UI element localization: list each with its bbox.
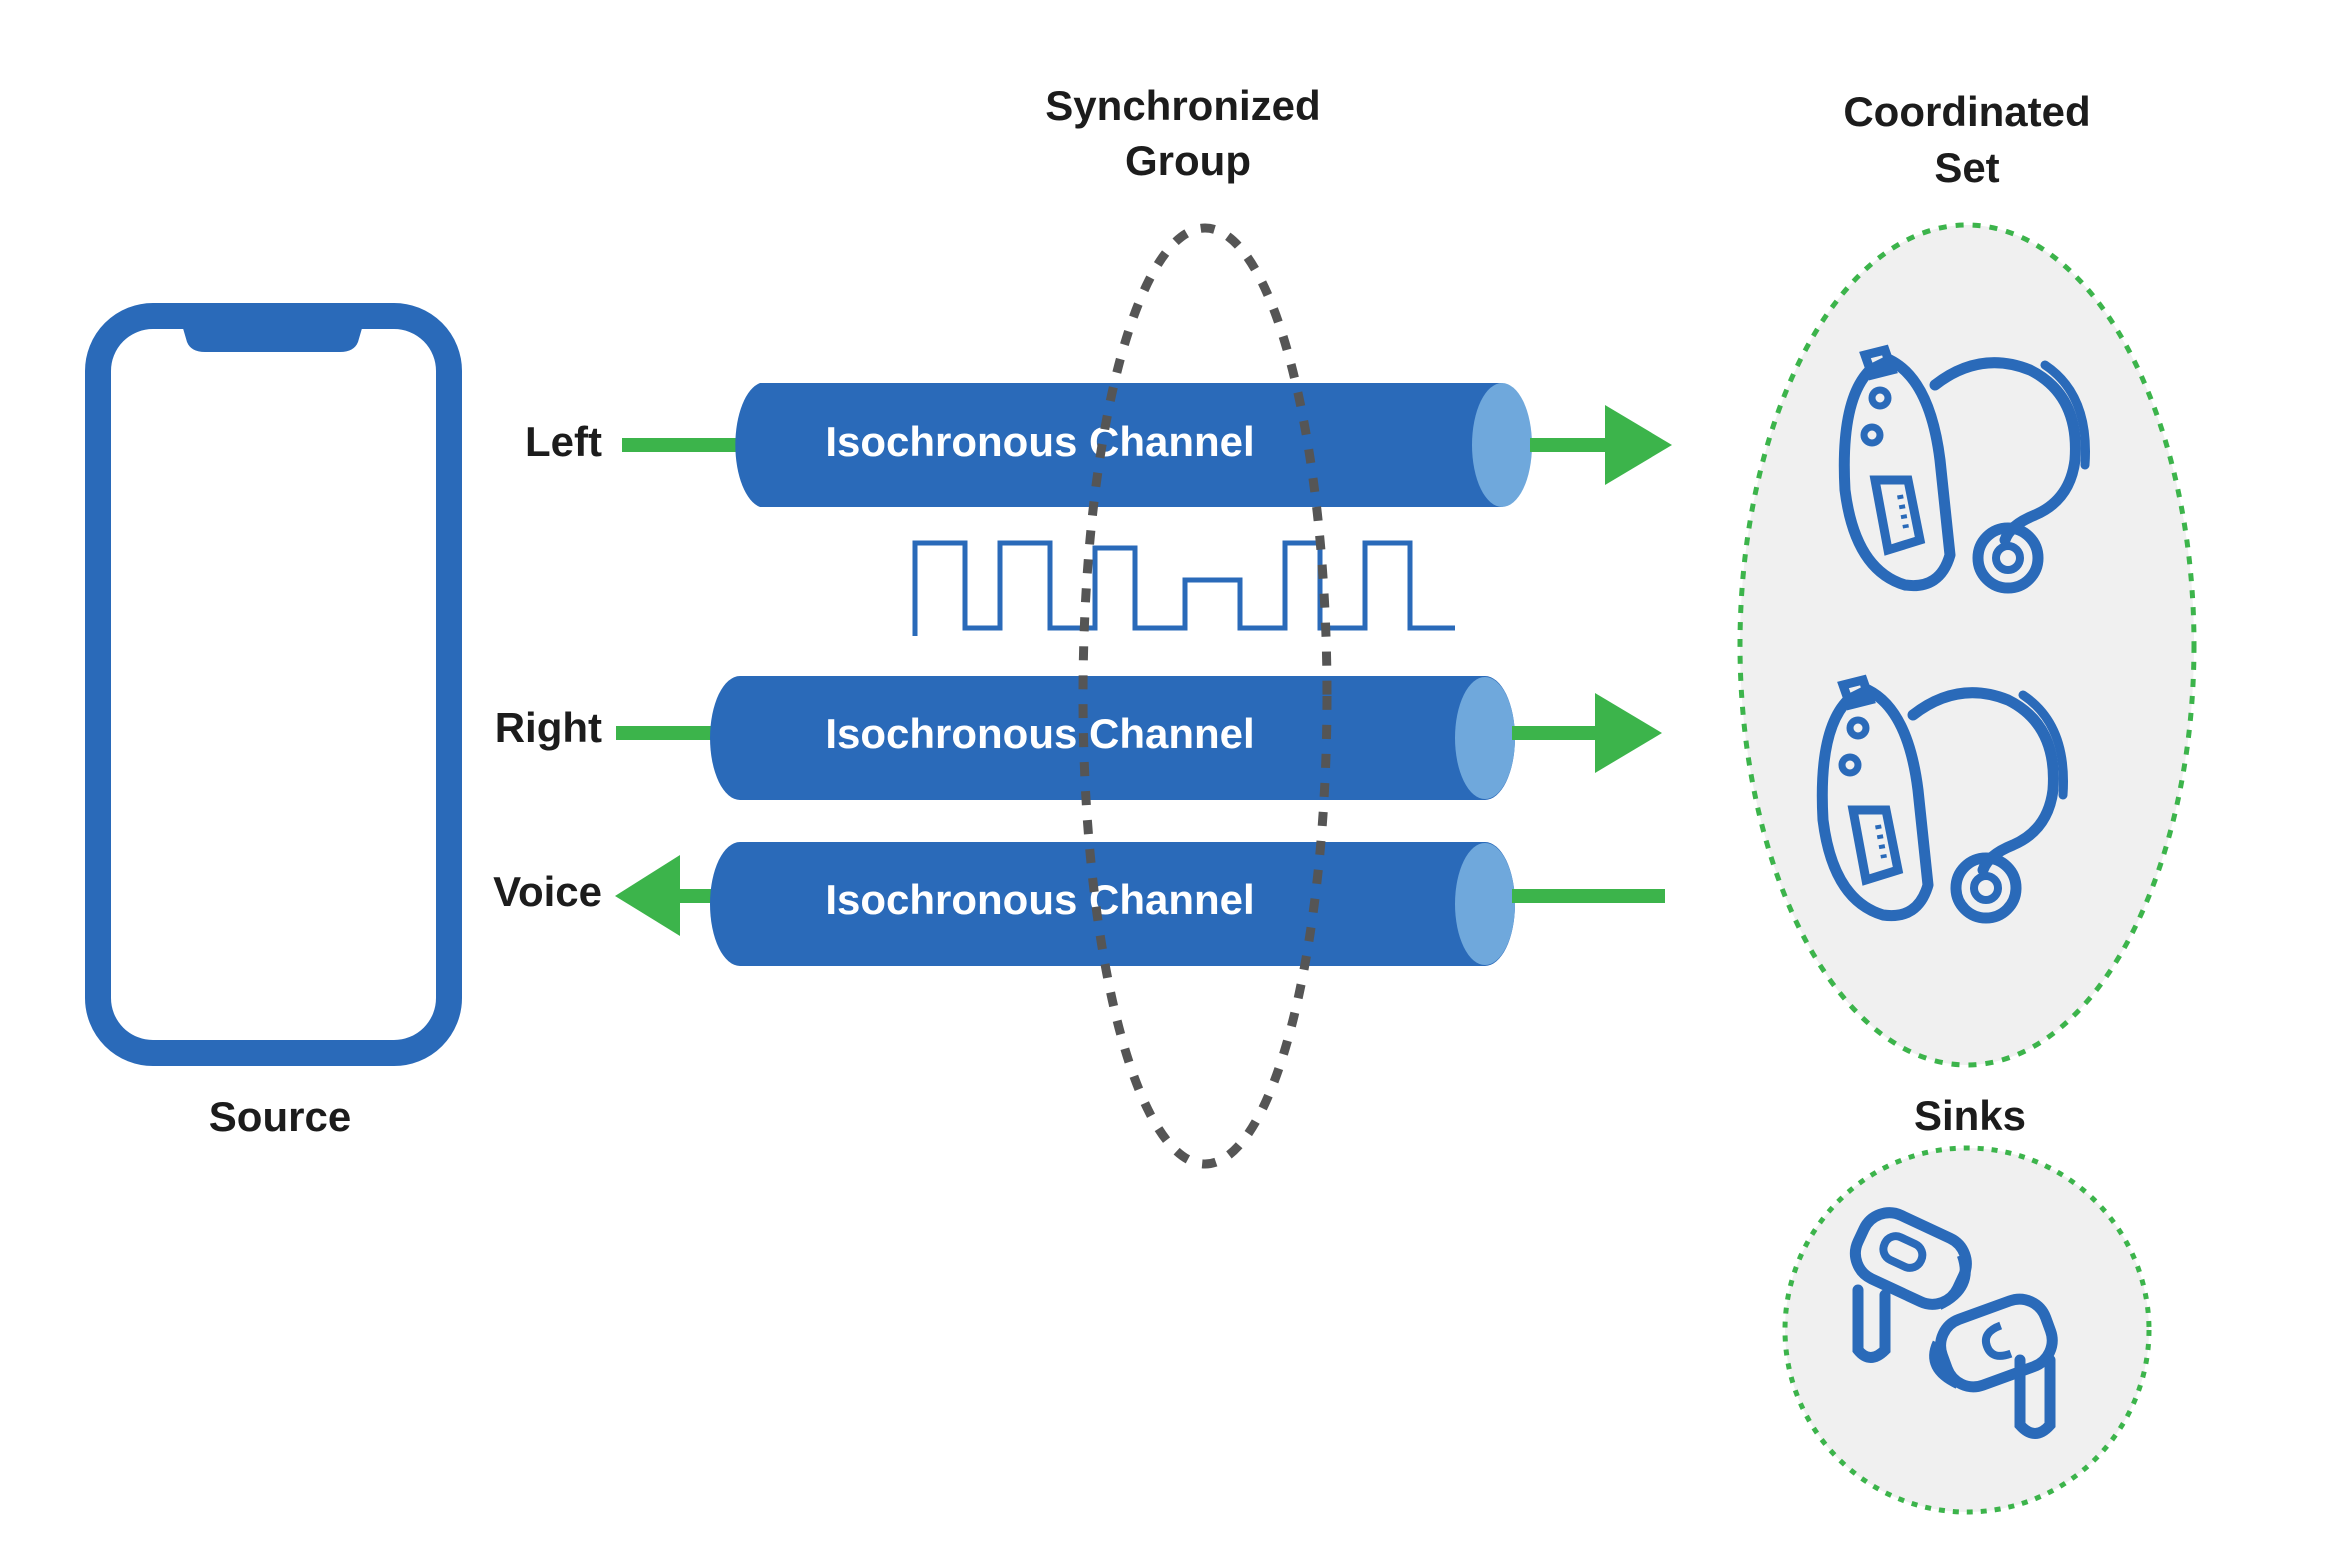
synchronized-group-region xyxy=(1078,223,1332,1169)
voice-stream-label: Voice xyxy=(493,868,602,915)
signal-waveform xyxy=(912,540,1455,636)
smartphone-icon xyxy=(85,303,462,1066)
channel-right-text: Isochronous Channel xyxy=(825,710,1254,757)
synchronized-group-label-line2: Group xyxy=(1125,137,1251,184)
channel-left-text: Isochronous Channel xyxy=(825,418,1254,465)
synchronized-group-label-line1: Synchronized xyxy=(1045,82,1320,129)
channel-left: Isochronous Channel xyxy=(622,383,1672,507)
earbuds-icon xyxy=(1849,1207,2058,1439)
channel-voice-text: Isochronous Channel xyxy=(825,876,1254,923)
right-stream-label: Right xyxy=(495,704,602,751)
coordinated-set-label-line1: Coordinated xyxy=(1843,88,2090,135)
coordinated-set-region xyxy=(1737,222,2197,1068)
channel-right: Isochronous Channel xyxy=(616,676,1662,800)
source-label: Source xyxy=(209,1093,351,1140)
coordinated-set-label-line2: Set xyxy=(1934,144,1999,191)
left-stream-label: Left xyxy=(525,418,602,465)
sinks-region xyxy=(1782,1145,2152,1515)
sinks-label: Sinks xyxy=(1914,1092,2026,1139)
channel-voice: Isochronous Channel xyxy=(615,842,1665,966)
